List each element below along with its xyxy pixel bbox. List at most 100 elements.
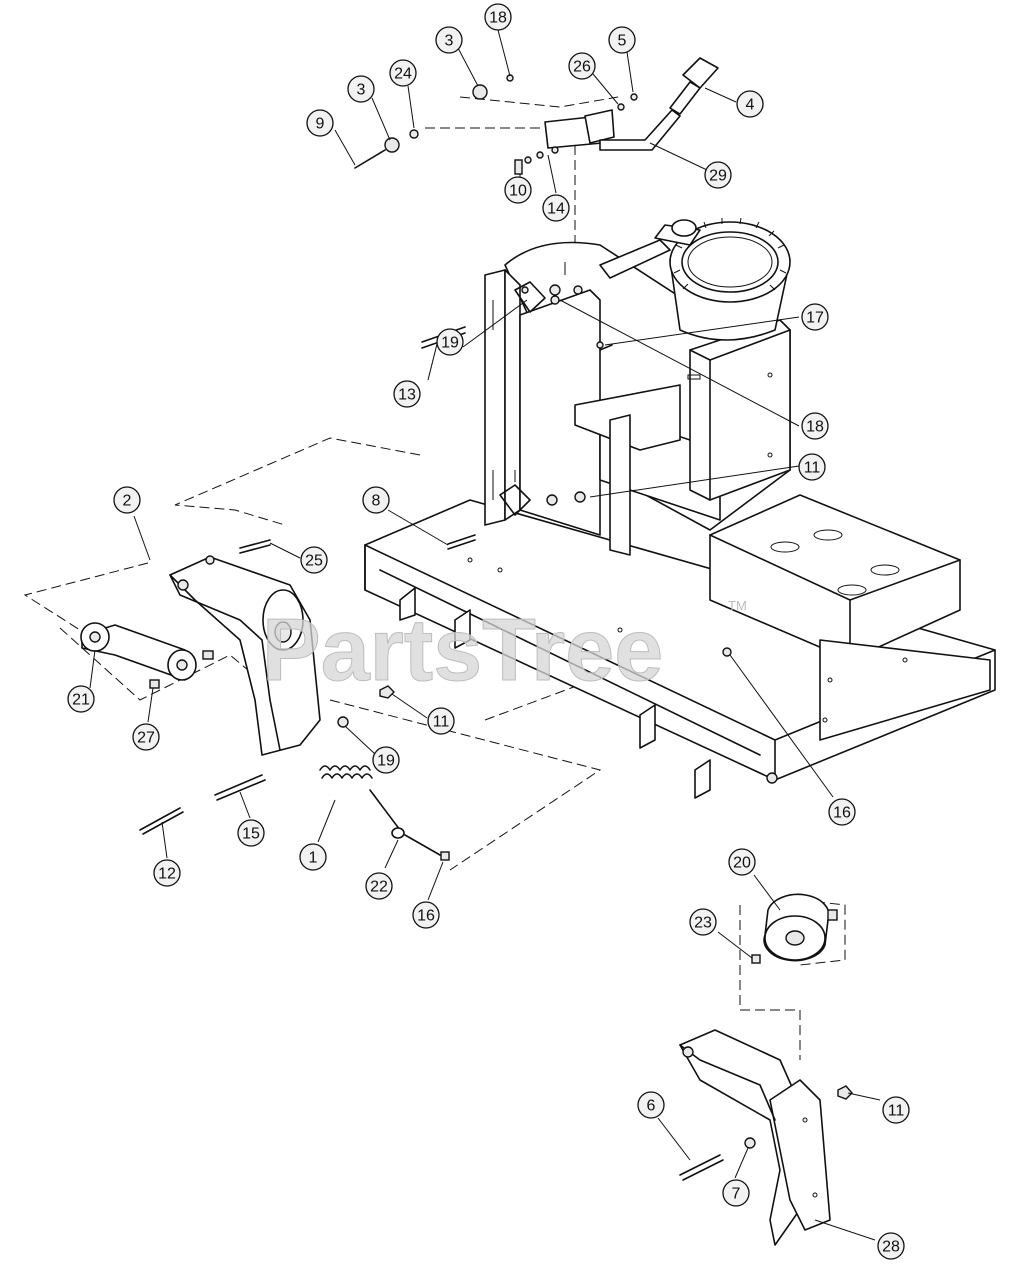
callout-16: 16 bbox=[828, 798, 856, 826]
callout-label: 11 bbox=[433, 714, 450, 731]
callout-circle bbox=[306, 109, 334, 137]
callout-circle bbox=[237, 819, 265, 847]
callout-label: 16 bbox=[417, 908, 435, 925]
callout-circle bbox=[689, 908, 717, 936]
callout-circle bbox=[736, 90, 764, 118]
callout-label: 18 bbox=[806, 419, 824, 436]
callout-circle bbox=[362, 486, 390, 514]
callout-circle bbox=[412, 901, 440, 929]
callout-circle bbox=[113, 486, 141, 514]
callout-12: 12 bbox=[153, 859, 181, 887]
callout-23: 23 bbox=[689, 908, 717, 936]
main-frame bbox=[364, 494, 996, 799]
callout-circle bbox=[722, 1179, 750, 1207]
callout-circle bbox=[427, 707, 455, 735]
watermark: PartsTree TM bbox=[262, 598, 747, 700]
callout-5: 5 bbox=[608, 26, 636, 54]
idler-arm-assembly bbox=[80, 539, 450, 861]
callout-26: 26 bbox=[568, 52, 596, 80]
callout-circle bbox=[372, 746, 400, 774]
callout-16: 16 bbox=[412, 901, 440, 929]
callout-label: 27 bbox=[137, 730, 155, 747]
callout-10: 10 bbox=[504, 176, 532, 204]
callout-8: 8 bbox=[362, 486, 390, 514]
callout-circle bbox=[153, 859, 181, 887]
callout-circle bbox=[801, 303, 829, 331]
callout-3: 3 bbox=[435, 26, 463, 54]
callout-1: 1 bbox=[299, 843, 327, 871]
callout-circle bbox=[877, 1232, 905, 1260]
callout-circle bbox=[484, 3, 512, 31]
callout-6: 6 bbox=[637, 1091, 665, 1119]
callout-circle bbox=[347, 75, 375, 103]
callout-11: 11 bbox=[798, 453, 826, 481]
leader-lines bbox=[89, 29, 881, 1241]
callout-2: 2 bbox=[113, 486, 141, 514]
callout-circle bbox=[798, 453, 826, 481]
callout-28: 28 bbox=[877, 1232, 905, 1260]
callout-label: 12 bbox=[158, 866, 176, 883]
callout-label: 21 bbox=[72, 692, 90, 709]
callout-label: 5 bbox=[618, 33, 627, 50]
callout-circle bbox=[542, 194, 570, 222]
callout-3: 3 bbox=[347, 75, 375, 103]
callout-label: 15 bbox=[242, 826, 260, 843]
callout-label: 9 bbox=[316, 116, 325, 133]
callout-label: 25 bbox=[305, 553, 323, 570]
callout-18: 18 bbox=[484, 3, 512, 31]
callout-label: 14 bbox=[547, 201, 565, 218]
callout-18: 18 bbox=[801, 412, 829, 440]
callout-4: 4 bbox=[736, 90, 764, 118]
callout-circle bbox=[393, 380, 421, 408]
callout-label: 10 bbox=[509, 183, 527, 200]
callout-circle bbox=[299, 843, 327, 871]
callout-label: 19 bbox=[377, 753, 395, 770]
callout-circle bbox=[828, 798, 856, 826]
callout-circle bbox=[801, 412, 829, 440]
callout-circle bbox=[637, 1091, 665, 1119]
callout-label: 13 bbox=[398, 387, 416, 404]
chute-handle-assembly bbox=[354, 57, 719, 175]
callout-label: 28 bbox=[882, 1239, 900, 1256]
chute-teeth bbox=[673, 217, 787, 291]
callout-label: 16 bbox=[833, 805, 851, 822]
callout-label: 29 bbox=[709, 168, 727, 185]
callout-label: 11 bbox=[804, 460, 821, 477]
callout-label: 20 bbox=[733, 855, 751, 872]
callout-15: 15 bbox=[237, 819, 265, 847]
callout-circle bbox=[504, 176, 532, 204]
callout-24: 24 bbox=[389, 59, 417, 87]
callouts: 1233456789101111111213141516161718181919… bbox=[67, 3, 910, 1260]
callout-11: 11 bbox=[882, 1096, 910, 1124]
callout-9: 9 bbox=[306, 109, 334, 137]
callout-circle bbox=[436, 328, 464, 356]
callout-19: 19 bbox=[372, 746, 400, 774]
callout-label: 11 bbox=[888, 1103, 905, 1120]
callout-11: 11 bbox=[427, 707, 455, 735]
callout-circle bbox=[704, 161, 732, 189]
callout-circle bbox=[882, 1096, 910, 1124]
callout-circle bbox=[608, 26, 636, 54]
pulley-bracket-assembly bbox=[679, 893, 853, 1246]
callout-29: 29 bbox=[704, 161, 732, 189]
callout-21: 21 bbox=[67, 685, 95, 713]
callout-label: 26 bbox=[573, 59, 591, 76]
callout-circle bbox=[67, 685, 95, 713]
callout-circle bbox=[365, 872, 393, 900]
callout-25: 25 bbox=[300, 546, 328, 574]
callout-circle bbox=[568, 52, 596, 80]
watermark-text: PartsTree bbox=[262, 600, 663, 699]
callout-label: 22 bbox=[370, 879, 388, 896]
callout-circle bbox=[435, 26, 463, 54]
callout-label: 23 bbox=[694, 915, 712, 932]
callout-20: 20 bbox=[728, 848, 756, 876]
watermark-tm: TM bbox=[728, 598, 747, 613]
callout-circle bbox=[300, 546, 328, 574]
callout-label: 19 bbox=[441, 335, 459, 352]
callout-label: 18 bbox=[489, 10, 507, 27]
callout-7: 7 bbox=[722, 1179, 750, 1207]
callout-circle bbox=[728, 848, 756, 876]
housing-tower bbox=[484, 217, 791, 556]
callout-14: 14 bbox=[542, 194, 570, 222]
callout-19: 19 bbox=[436, 328, 464, 356]
